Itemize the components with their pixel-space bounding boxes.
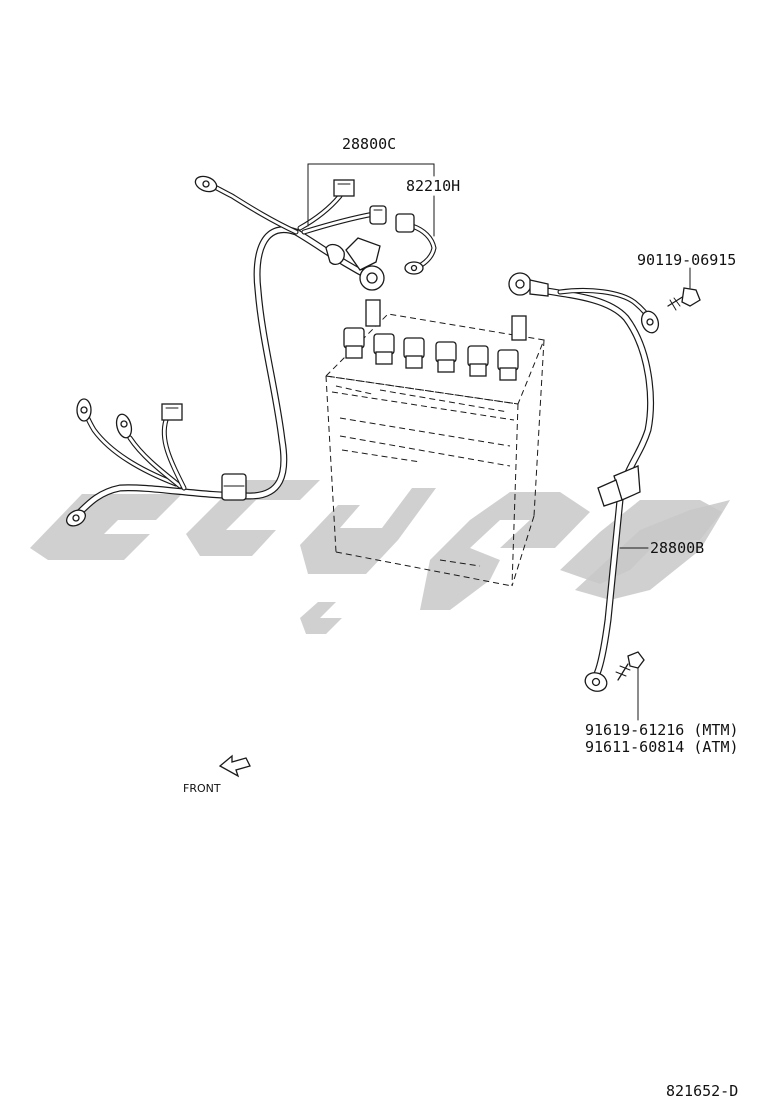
connector bbox=[369, 205, 387, 225]
cable-82210h bbox=[395, 213, 437, 275]
label-82210h: 82210H bbox=[406, 177, 460, 195]
harness-clamp bbox=[221, 473, 247, 501]
bolt-91619-61216 bbox=[615, 651, 645, 681]
cell-cap bbox=[343, 327, 365, 359]
bolt-90119-06915 bbox=[667, 287, 701, 311]
ring-terminal bbox=[66, 509, 86, 527]
connector bbox=[333, 179, 355, 197]
ring-terminal bbox=[115, 413, 133, 439]
battery-outline bbox=[324, 313, 545, 587]
connector bbox=[161, 403, 183, 421]
front-arrow-icon bbox=[218, 754, 251, 778]
leader-lines bbox=[307, 163, 691, 721]
harness-28800c bbox=[66, 175, 387, 527]
watermark-logo bbox=[30, 480, 730, 634]
ring-terminal bbox=[194, 175, 218, 193]
cable-grommet bbox=[597, 465, 641, 507]
ring-terminal bbox=[640, 310, 660, 334]
cell-cap bbox=[403, 337, 425, 369]
label-front: FRONT bbox=[183, 782, 221, 795]
label-28800b: 28800B bbox=[650, 539, 704, 557]
label-91619-61216-mtm: 91619-61216 (MTM) bbox=[585, 721, 739, 739]
battery-terminal-posts bbox=[365, 299, 527, 341]
battery-cell-caps bbox=[343, 327, 519, 381]
cell-cap bbox=[373, 333, 395, 365]
cell-cap bbox=[435, 341, 457, 373]
cable-28800b bbox=[508, 272, 660, 692]
cell-cap bbox=[467, 345, 489, 377]
label-28800c: 28800C bbox=[342, 135, 396, 153]
ring-terminal bbox=[584, 672, 608, 692]
label-91611-60814-atm: 91611-60814 (ATM) bbox=[585, 738, 739, 756]
drawing-id: 821652-D bbox=[666, 1082, 738, 1100]
cell-cap bbox=[497, 349, 519, 381]
ring-terminal bbox=[76, 398, 92, 422]
label-90119-06915: 90119-06915 bbox=[637, 251, 736, 269]
